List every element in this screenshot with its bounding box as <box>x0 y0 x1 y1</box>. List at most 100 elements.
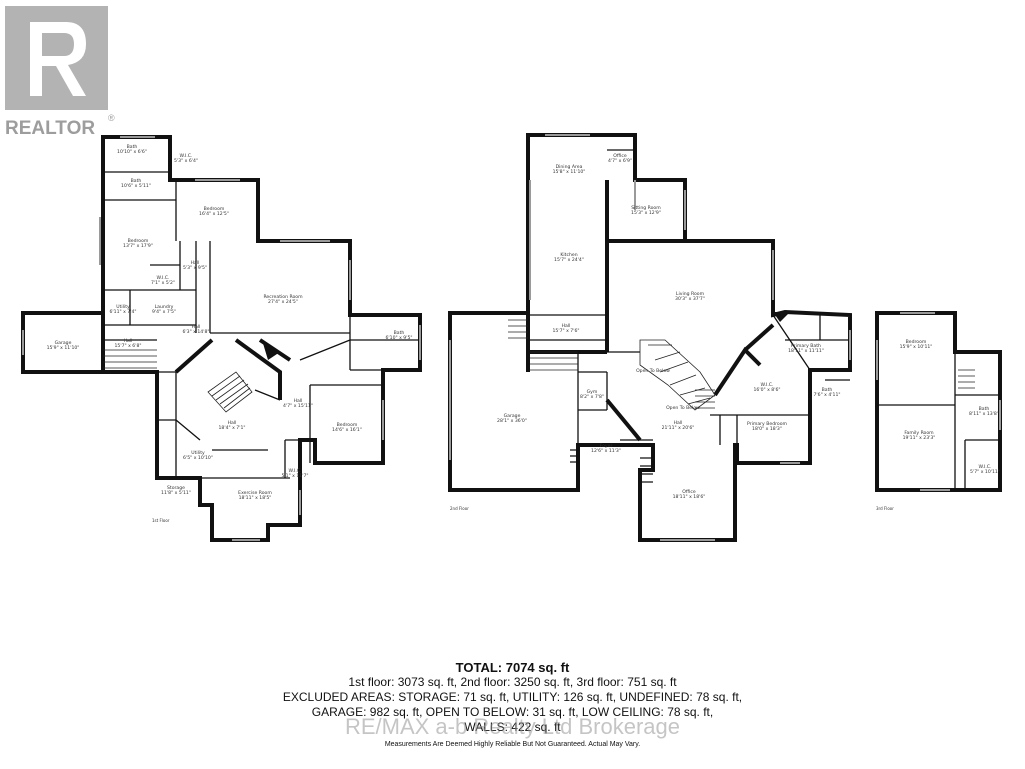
svg-text:5'1" x 11'7": 5'1" x 11'7" <box>281 473 308 479</box>
second-floor-label: 2nd Floor <box>450 506 469 511</box>
svg-text:15'7" x 24'4": 15'7" x 24'4" <box>554 257 584 263</box>
svg-text:Open To Below: Open To Below <box>666 405 700 411</box>
svg-text:5'3" x 9'5": 5'3" x 9'5" <box>183 265 207 271</box>
svg-text:Bath: Bath <box>131 178 142 184</box>
svg-text:7'1" x 5'2": 7'1" x 5'2" <box>151 280 175 286</box>
svg-text:Dining Area: Dining Area <box>556 164 583 170</box>
svg-text:W.I.C.: W.I.C. <box>761 382 774 388</box>
svg-text:16'4" x 12'5": 16'4" x 12'5" <box>199 211 229 217</box>
first-floor-label: 1st Floor <box>152 518 170 523</box>
svg-text:9'4" x 7'5": 9'4" x 7'5" <box>152 309 176 315</box>
svg-text:Sitting Room: Sitting Room <box>631 205 661 211</box>
excluded-areas-cont: GARAGE: 982 sq. ft, OPEN TO BELOW: 31 sq… <box>311 705 714 719</box>
svg-text:Bedroom: Bedroom <box>906 339 927 345</box>
svg-text:13'7" x 17'9": 13'7" x 17'9" <box>123 243 153 249</box>
svg-text:Gym: Gym <box>587 389 598 395</box>
svg-text:Bath: Bath <box>979 406 990 412</box>
svg-text:16'0" x 8'6": 16'0" x 8'6" <box>753 387 780 393</box>
svg-text:Foyer: Foyer <box>600 443 613 449</box>
excluded-areas: EXCLUDED AREAS: STORAGE: 71 sq. ft, UTIL… <box>282 690 743 704</box>
realtor-logo-text: REALTOR <box>5 118 95 139</box>
svg-text:Storage: Storage <box>167 485 185 491</box>
svg-text:21'11" x 20'6": 21'11" x 20'6" <box>662 425 695 431</box>
svg-text:15'3" x 12'9": 15'3" x 12'9" <box>631 210 661 216</box>
floor-areas: 1st floor: 3073 sq. ft, 2nd floor: 3250 … <box>348 675 677 689</box>
svg-text:Hall: Hall <box>228 420 237 426</box>
realtor-logo: REALTOR ® <box>0 0 118 142</box>
svg-text:6'11" x 7'4": 6'11" x 7'4" <box>109 309 136 315</box>
svg-text:Utility: Utility <box>191 450 205 456</box>
svg-text:W.I.C.: W.I.C. <box>180 153 193 159</box>
svg-text:5'7" x 10'11": 5'7" x 10'11" <box>970 469 1000 475</box>
svg-text:Exercise Room: Exercise Room <box>238 490 272 496</box>
svg-text:Office: Office <box>682 489 696 495</box>
third-floor-label: 3rd Floor <box>876 506 894 511</box>
svg-text:W.I.C.: W.I.C. <box>289 468 302 474</box>
svg-text:Kitchen: Kitchen <box>560 252 577 258</box>
svg-text:19'11" x 23'3": 19'11" x 23'3" <box>903 435 936 441</box>
svg-text:10'10" x 6'6": 10'10" x 6'6" <box>117 149 147 155</box>
svg-text:12'6" x 11'3": 12'6" x 11'3" <box>591 448 621 454</box>
svg-text:18'11" x 11'11": 18'11" x 11'11" <box>788 348 824 354</box>
svg-text:15'9" x 10'11": 15'9" x 10'11" <box>900 344 933 350</box>
svg-text:Open To Below: Open To Below <box>636 368 670 374</box>
svg-text:4'7" x 15'11": 4'7" x 15'11" <box>283 403 313 409</box>
svg-text:Laundry: Laundry <box>155 304 174 310</box>
svg-text:14'6" x 16'1": 14'6" x 16'1" <box>332 427 362 433</box>
svg-text:8'2" x 7'8": 8'2" x 7'8" <box>580 394 604 400</box>
svg-text:Bath: Bath <box>127 144 138 150</box>
svg-text:Hall: Hall <box>192 324 201 330</box>
svg-text:Hall: Hall <box>191 260 200 266</box>
svg-text:Bath: Bath <box>394 330 405 336</box>
svg-text:W.I.C.: W.I.C. <box>157 275 170 281</box>
svg-text:Bedroom: Bedroom <box>204 206 225 212</box>
svg-text:15'7" x 6'8": 15'7" x 6'8" <box>114 343 141 349</box>
svg-text:5'3" x 6'4": 5'3" x 6'4" <box>174 158 198 164</box>
svg-text:4'7" x 6'9": 4'7" x 6'9" <box>608 158 632 164</box>
svg-text:Recreation Room: Recreation Room <box>263 294 303 300</box>
svg-text:18'4" x 7'1": 18'4" x 7'1" <box>218 425 245 431</box>
svg-text:Bath: Bath <box>822 387 833 393</box>
svg-text:Office: Office <box>613 153 627 159</box>
svg-text:Hall: Hall <box>294 398 303 404</box>
brokerage-watermark: RE/MAX a-b Realty Ltd Brokerage <box>344 714 681 739</box>
realtor-r-mark <box>30 22 86 96</box>
walls-area: WALLS: 422 sq. ft <box>464 720 561 734</box>
svg-text:18'11" x 18'5": 18'11" x 18'5" <box>239 495 272 501</box>
svg-text:Primary Bath: Primary Bath <box>791 343 821 349</box>
svg-text:6'10" x 9'5": 6'10" x 9'5" <box>385 335 412 341</box>
svg-text:8'11" x 13'8": 8'11" x 13'8" <box>969 411 999 417</box>
svg-text:18'0" x 18'3": 18'0" x 18'3" <box>752 426 782 432</box>
svg-text:Family Room: Family Room <box>904 430 934 436</box>
svg-text:Bedroom: Bedroom <box>128 238 149 244</box>
total-area: TOTAL: 7074 sq. ft <box>455 660 570 675</box>
svg-text:11'8" x 5'11": 11'8" x 5'11" <box>161 490 191 496</box>
svg-text:6'5" x 10'10": 6'5" x 10'10" <box>183 455 213 461</box>
svg-text:15'8" x 11'10": 15'8" x 11'10" <box>553 169 586 175</box>
svg-text:Primary Bedroom: Primary Bedroom <box>747 421 788 427</box>
svg-text:Living Room: Living Room <box>676 291 705 297</box>
svg-text:28'1" x 36'0": 28'1" x 36'0" <box>497 418 527 424</box>
svg-text:Garage: Garage <box>504 413 521 419</box>
svg-text:18'11" x 18'6": 18'11" x 18'6" <box>673 494 706 500</box>
svg-text:Hall: Hall <box>674 420 683 426</box>
measurement-disclaimer: Measurements Are Deemed Highly Reliable … <box>384 741 641 748</box>
svg-text:30'3" x 37'7": 30'3" x 37'7" <box>675 296 705 302</box>
svg-text:W.I.C.: W.I.C. <box>979 464 992 470</box>
svg-text:Utility: Utility <box>116 304 130 310</box>
svg-text:15'7" x 7'6": 15'7" x 7'6" <box>552 328 579 334</box>
svg-text:7'6" x 4'11": 7'6" x 4'11" <box>813 392 840 398</box>
registered-mark: ® <box>108 113 115 123</box>
svg-text:15'9" x 11'10": 15'9" x 11'10" <box>47 345 80 351</box>
svg-text:Hall: Hall <box>124 338 133 344</box>
svg-text:Hall: Hall <box>562 323 571 329</box>
svg-text:Garage: Garage <box>55 340 72 346</box>
svg-text:6'3" x 14'8": 6'3" x 14'8" <box>182 329 209 335</box>
svg-text:27'4" x 24'5": 27'4" x 24'5" <box>268 299 298 305</box>
svg-text:Bedroom: Bedroom <box>337 422 358 428</box>
svg-text:10'6" x 5'11": 10'6" x 5'11" <box>121 183 151 189</box>
